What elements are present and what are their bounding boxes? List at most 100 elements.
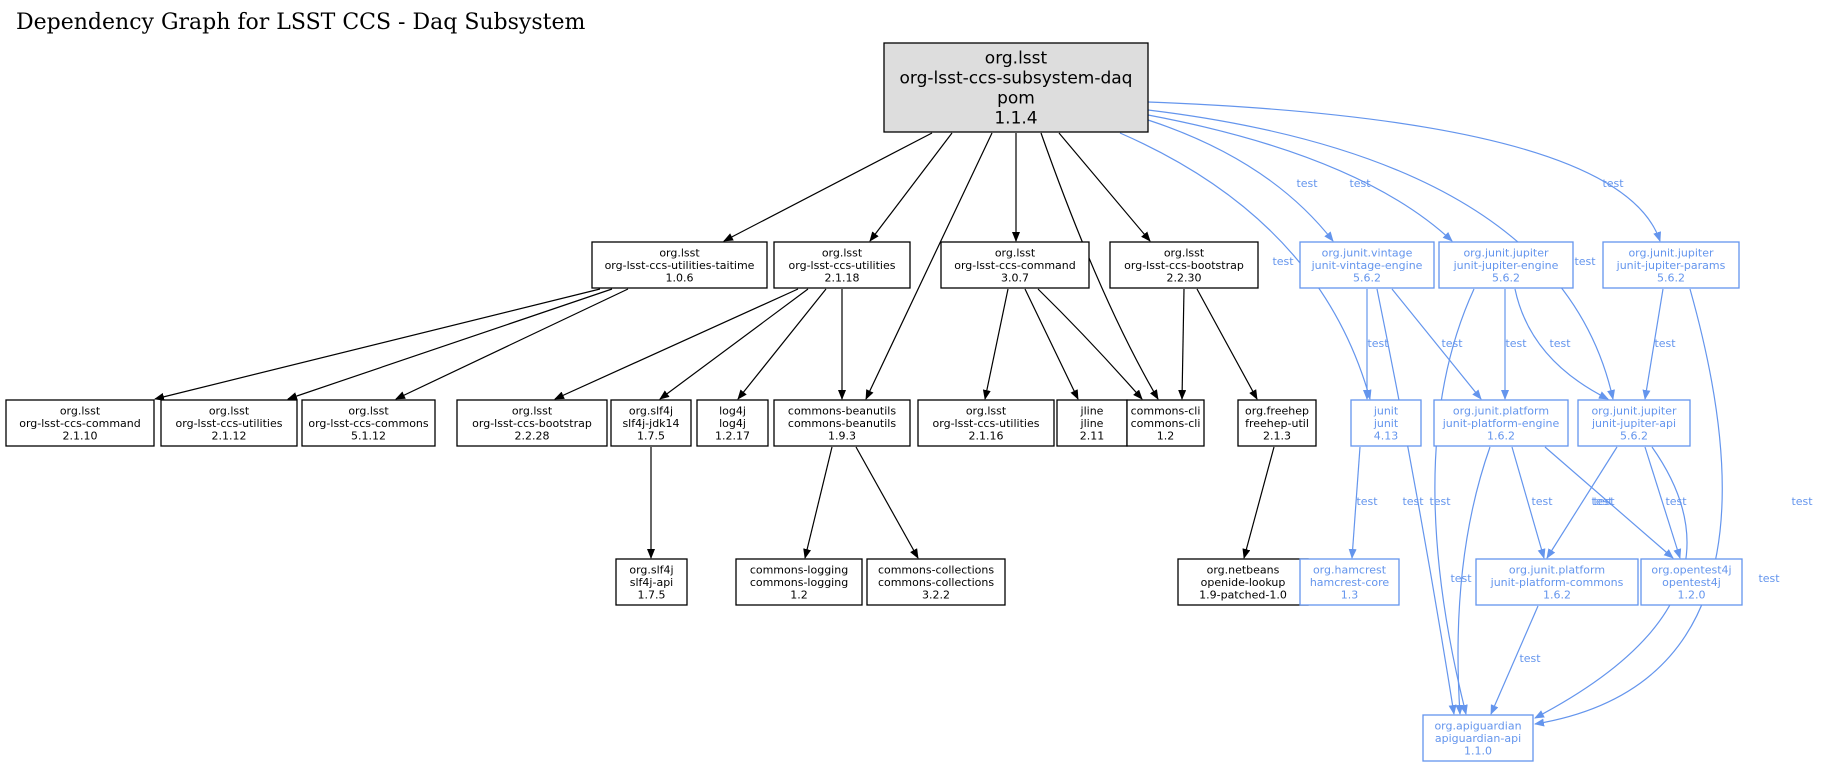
node-label-line: org.freehep: [1245, 404, 1309, 417]
edge-label-platengine-to-opentest4j: test: [1593, 495, 1615, 508]
node-box: [1577, 399, 1691, 447]
node-label-line: 2.1.10: [63, 429, 98, 442]
node-label-line: org-lsst-ccs-command: [19, 417, 141, 430]
node-label-line: junit-jupiter-api: [1591, 417, 1676, 430]
node-box: [696, 399, 769, 447]
edge-label-jupengine-to-platengine: test: [1505, 337, 1527, 350]
edge-label-vintage-to-platengine: test: [1441, 337, 1463, 350]
edge-platengine-to-apiguardian: [1455, 446, 1491, 715]
edge-root-to-taitime: [723, 132, 933, 242]
node-label-line: org.slf4j: [629, 563, 673, 576]
node-label-line: org.junit.platform: [1509, 563, 1605, 576]
node-box: [1422, 714, 1534, 762]
node-label-line: org.lsst: [822, 246, 863, 259]
node-label-line: org.junit.vintage: [1322, 246, 1413, 259]
node-label-line: 1.6.2: [1543, 588, 1571, 601]
node-label-line: 2.11: [1080, 429, 1105, 442]
node-box: [301, 399, 436, 447]
node-box: [1237, 399, 1317, 447]
node-platcommons: org.junit.platformjunit-platform-commons…: [1475, 558, 1639, 606]
node-label-line: 5.6.2: [1353, 271, 1381, 284]
edge-taitime-to-command2110: [154, 288, 601, 401]
edge-util2118-to-slf4jjdk: [659, 288, 809, 400]
node-label-line: junit: [1373, 417, 1399, 430]
edge-root-to-jupapi: [1147, 109, 1615, 400]
node-label-line: org-lsst-ccs-command: [954, 259, 1076, 272]
edge-jupparams-to-apiguardian: [1534, 288, 1723, 727]
node-label-line: org.lsst: [995, 246, 1036, 259]
edge-label-root-to-junit: test: [1272, 255, 1294, 268]
edge-label-root-to-jupengine: test: [1349, 177, 1371, 190]
edge-taitime-to-util2112: [287, 288, 613, 400]
node-label-line: org.lsst: [512, 404, 553, 417]
node-label-line: commons-cli: [1131, 417, 1201, 430]
node-taitime: org.lsstorg-lsst-ccs-utilities-taitime1.…: [591, 241, 768, 289]
node-label-line: org-lsst-ccs-bootstrap: [472, 417, 592, 430]
node-layer: org.lsstorg-lsst-ccs-subsystem-daqpom1.1…: [5, 42, 1743, 762]
node-box: [160, 399, 298, 447]
node-label-line: 1.2.17: [715, 429, 750, 442]
node-label-line: 2.1.18: [825, 271, 860, 284]
node-label-line: org.lsst: [209, 404, 250, 417]
node-root: org.lsstorg-lsst-ccs-subsystem-daqpom1.1…: [883, 42, 1149, 133]
node-label-line: jline: [1080, 417, 1104, 430]
node-label-line: slf4j-api: [630, 576, 673, 589]
edge-taitime-to-commons5112: [395, 288, 629, 400]
node-label-line: hamcrest-core: [1310, 576, 1390, 589]
node-label-line: log4j: [719, 417, 746, 430]
edge-util2118-to-bootstrap2228: [554, 288, 799, 400]
node-label-line: commons-beanutils: [788, 417, 896, 430]
node-collections: commons-collectionscommons-collections3.…: [866, 558, 1006, 606]
node-label-line: 2.1.16: [969, 429, 1004, 442]
node-box: [1350, 399, 1422, 447]
node-box: [1433, 399, 1569, 447]
node-label-line: org.lsst: [966, 404, 1007, 417]
node-label-line: apiguardian-api: [1435, 732, 1521, 745]
node-label-line: commons-logging: [750, 563, 848, 576]
edge-freehep-to-openide: [1242, 446, 1275, 559]
edge-jupparams-to-jupapi: [1642, 288, 1664, 400]
node-label-line: slf4j-jdk14: [622, 417, 679, 430]
node-jupengine: org.junit.jupiterjunit-jupiter-engine5.6…: [1438, 241, 1574, 289]
node-label-line: junit-platform-engine: [1442, 417, 1560, 430]
node-box: [866, 558, 1006, 606]
edge-label-root-to-jupparams: test: [1602, 177, 1624, 190]
edge-root-to-junit: [1119, 132, 1372, 400]
edge-label-platcommons-to-apiguardian: test: [1519, 652, 1541, 665]
node-box: [615, 558, 688, 606]
edge-command307-to-util2116: [982, 288, 1009, 400]
edge-bootstrap2230-to-freehep: [1196, 288, 1258, 400]
node-box: [1475, 558, 1639, 606]
edge-label-jupparams-to-jupapi: test: [1654, 337, 1676, 350]
edge-label-jupparams-to-apiguardian: test: [1791, 495, 1813, 508]
node-label-line: org-lsst-ccs-utilities: [176, 417, 283, 430]
node-label-line: org.netbeans: [1207, 563, 1280, 576]
node-box: [1109, 241, 1259, 289]
node-label-line: org.lsst: [348, 404, 389, 417]
node-label-line: 4.13: [1374, 429, 1399, 442]
edge-label-jupapi-to-platcommons: test: [1591, 495, 1613, 508]
graph-title: Dependency Graph for LSST CCS - Daq Subs…: [16, 10, 586, 35]
edge-beanutils-to-collections: [855, 446, 919, 559]
node-label-line: 5.1.12: [351, 429, 386, 442]
edge-label-platengine-to-apiguardian: test: [1450, 572, 1472, 585]
node-label-line: 5.6.2: [1657, 271, 1685, 284]
node-box: [917, 399, 1055, 447]
node-box: [1299, 558, 1400, 606]
edge-bootstrap2230-to-cli: [1178, 288, 1187, 400]
node-label-line: junit-jupiter-engine: [1453, 259, 1559, 272]
node-label-line: 1.7.5: [638, 588, 666, 601]
node-label-line: 1.9-patched-1.0: [1199, 588, 1287, 601]
node-vintage: org.junit.vintagejunit-vintage-engine5.6…: [1299, 241, 1435, 289]
